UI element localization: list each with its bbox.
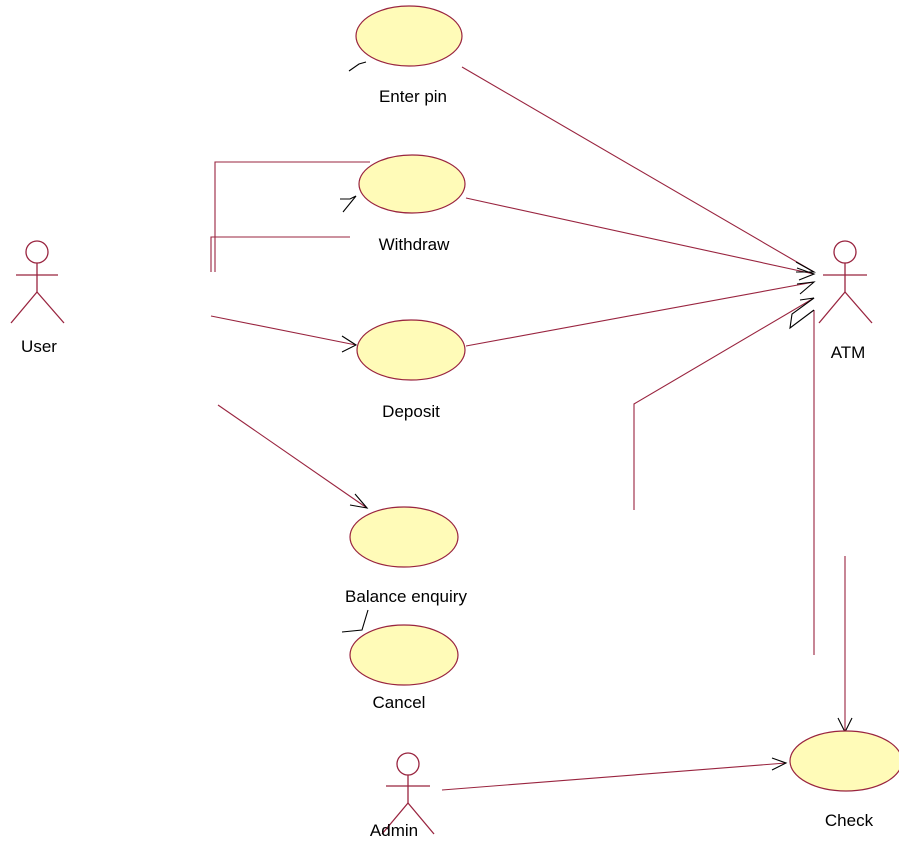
actor-admin-label: Admin (370, 821, 418, 840)
use-case-enter-pin-ellipse[interactable] (355, 5, 463, 67)
connector-user-balance-enquiry (217, 404, 368, 509)
use-case-withdraw-label: Withdraw (379, 235, 451, 254)
arrowhead-enter-pin (348, 61, 367, 72)
use-case-check-label: Check (825, 811, 874, 830)
connector-enter-pin-atm (461, 66, 815, 273)
arrowheads (340, 61, 853, 771)
arrowhead-atm-1 (795, 261, 817, 273)
use-case-balance-enquiry-label: Balance enquiry (345, 587, 467, 606)
arrowhead-check-left (771, 757, 788, 771)
use-case-withdraw[interactable]: Withdraw (358, 154, 466, 254)
actor-atm-figure-icon[interactable] (818, 240, 873, 324)
use-case-cancel-ellipse[interactable] (349, 624, 459, 686)
connectors (210, 66, 846, 791)
use-case-check-ellipse[interactable] (789, 730, 899, 792)
use-case-cancel-label: Cancel (373, 693, 426, 712)
use-case-balance-enquiry[interactable]: Balance enquiry (345, 506, 467, 606)
arrowhead-deposit (341, 335, 358, 353)
connector-balance-enquiry-atm (633, 297, 815, 510)
connector-admin-check (441, 762, 787, 791)
connector-withdraw-atm (465, 197, 815, 275)
connector-deposit-atm (465, 281, 815, 347)
actor-user-label: User (21, 337, 57, 356)
use-case-cancel[interactable]: Cancel (349, 624, 459, 712)
use-case-enter-pin-label: Enter pin (379, 87, 447, 106)
arrowhead-atm-4 (789, 297, 815, 330)
connector-user-withdraw-top (214, 161, 370, 272)
use-case-enter-pin[interactable]: Enter pin (355, 5, 463, 106)
arrowhead-atm-2 (796, 267, 816, 281)
arrowhead-balance-enquiry (349, 493, 369, 509)
connector-user-withdraw-bottom (210, 236, 350, 272)
arrowhead-withdraw (340, 195, 357, 213)
actor-admin[interactable]: Admin (370, 752, 435, 840)
use-case-balance-enquiry-ellipse[interactable] (349, 506, 459, 568)
actor-user-figure-icon[interactable] (10, 240, 65, 324)
actor-user[interactable]: User (10, 240, 65, 356)
use-case-check[interactable]: Check (789, 730, 899, 830)
use-case-deposit-ellipse[interactable] (356, 319, 466, 381)
actor-atm-label: ATM (831, 343, 866, 362)
connector-user-deposit (210, 315, 357, 346)
use-case-deposit[interactable]: Deposit (356, 319, 466, 421)
arrowhead-cancel (341, 609, 369, 633)
actor-atm[interactable]: ATM (818, 240, 873, 362)
use-case-withdraw-ellipse[interactable] (358, 154, 466, 214)
use-case-deposit-label: Deposit (382, 402, 440, 421)
arrowhead-atm-3 (796, 281, 816, 295)
actor-admin-figure-icon[interactable] (381, 752, 435, 835)
